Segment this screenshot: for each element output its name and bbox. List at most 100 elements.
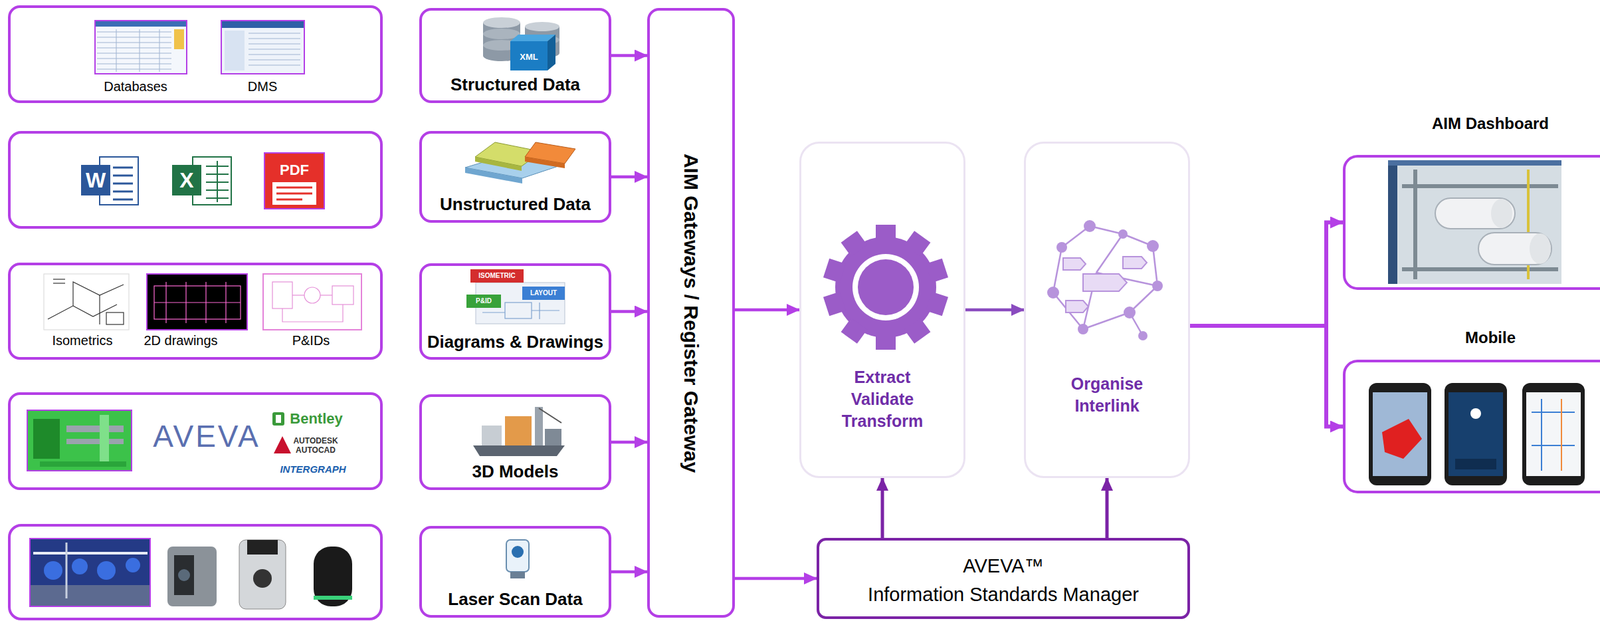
- dms-screenshot: [248, 38, 301, 40]
- network-icon: [1152, 245, 1158, 286]
- source-panel-frame: [9, 132, 382, 228]
- phone-screens: [1382, 418, 1422, 459]
- box-label: Laser Scan Data: [447, 589, 583, 610]
- database-screenshot: [95, 20, 187, 74]
- network-icon: [1096, 233, 1123, 273]
- isometric-drawing: [43, 273, 129, 330]
- gear-icon: [823, 258, 846, 284]
- laser-scan-image: [30, 584, 150, 606]
- dashboard-screenshot: [1388, 160, 1562, 284]
- office-icons: [112, 174, 133, 177]
- isometric-drawing: [53, 282, 66, 284]
- gateway-bar: AIM Gateways / Register Gateway: [647, 7, 735, 618]
- drawings-icon: [475, 282, 565, 324]
- isometric-drawing: [47, 281, 124, 319]
- gear-icon: [875, 224, 896, 242]
- cad-vendor-icons: [272, 411, 285, 426]
- phone-screens: [1448, 392, 1503, 476]
- dashboard-screenshot: [1388, 160, 1562, 284]
- network-icon: [1083, 273, 1127, 292]
- box-label: 3D Models: [471, 461, 559, 482]
- data-category-box: Structured Data: [419, 7, 612, 103]
- phone-screens: [1368, 382, 1585, 486]
- phone-screens: [1444, 382, 1507, 486]
- box-label: Bentley: [289, 411, 343, 426]
- output-box: Mobile: [1342, 359, 1600, 494]
- box-label: INTERGRAPH: [279, 463, 346, 474]
- network-icon: [1122, 256, 1147, 269]
- icon-label: LAYOUT: [530, 289, 557, 297]
- network-icon: [1123, 306, 1136, 319]
- pid-drawing: [292, 294, 305, 296]
- database-xml-icon: [510, 34, 556, 42]
- pid-drawing: [332, 285, 354, 305]
- gear-icon: [841, 317, 868, 344]
- office-icons: [276, 187, 313, 200]
- source-panel: AVEVABentleyAUTODESK AUTOCADINTERGRAPH: [7, 392, 383, 490]
- office-icons: [276, 186, 313, 189]
- gear-icon: [857, 259, 914, 315]
- pid-drawing: [263, 273, 362, 330]
- database-screenshot: [97, 63, 172, 65]
- 3d-model-icon: [473, 445, 565, 456]
- network-icon: [1077, 323, 1089, 335]
- scanner-devices: [174, 554, 195, 595]
- scanner-devices: [313, 546, 353, 606]
- network-icon: [1146, 239, 1159, 252]
- laser-scan-image: [97, 560, 116, 580]
- 2d-drawing: [154, 285, 241, 319]
- database-xml-icon: [510, 41, 548, 71]
- office-icons: [81, 164, 111, 196]
- database-screenshot: [116, 29, 117, 72]
- laser-scanner-icon: [510, 571, 525, 579]
- 2d-drawing: [154, 301, 241, 303]
- network-icon: [1065, 300, 1089, 313]
- network-icon: [1063, 257, 1086, 270]
- drawings-icon: [531, 309, 560, 311]
- phone-screens: [1372, 392, 1428, 476]
- flow-arrow: [611, 309, 648, 313]
- network-icon: [1118, 229, 1128, 239]
- 2d-drawing: [154, 281, 241, 323]
- laser-scan-image: [43, 560, 63, 580]
- flow-arrow: [881, 477, 885, 538]
- phone-screens: [1470, 407, 1482, 419]
- phone-screens: [1540, 398, 1543, 471]
- database-screenshot: [139, 29, 141, 72]
- network-icon: [1063, 256, 1147, 313]
- box-label: AIM Dashboard: [1431, 114, 1549, 133]
- books-icon: [465, 142, 576, 184]
- source-panel-frame: [9, 132, 382, 619]
- 3d-model-icon: [481, 425, 502, 446]
- pid-drawing: [263, 273, 362, 330]
- laser-scanner-icon: [511, 545, 524, 558]
- data-category-box: 3D Models: [419, 394, 612, 490]
- dashboard-screenshot: [1401, 267, 1559, 272]
- network-icon: [1047, 286, 1060, 299]
- drawings-icon: [522, 286, 565, 300]
- box-label: Extract Validate Transform: [829, 366, 936, 432]
- scanner-devices: [178, 568, 191, 581]
- network-icon: [1053, 225, 1158, 336]
- gear-icon: [852, 253, 919, 321]
- office-icons: [112, 198, 133, 201]
- database-xml-icon: [483, 17, 560, 71]
- laser-scan-image: [125, 557, 141, 573]
- database-xml-icon: [483, 17, 521, 28]
- cad-vendor-icons: [275, 414, 282, 423]
- database-xml-icon: [524, 21, 560, 32]
- dms-screenshot: [221, 20, 305, 74]
- isometric-drawing: [99, 295, 100, 325]
- flow-arrow: [1105, 477, 1109, 538]
- database-screenshot: [95, 21, 187, 27]
- office-icons: [172, 164, 202, 196]
- box-label: DMS: [247, 79, 278, 95]
- network-icon: [1053, 247, 1062, 293]
- office-icons: [276, 198, 303, 201]
- scanner-devices: [253, 568, 272, 588]
- pid-drawing: [272, 281, 354, 322]
- gear-icon: [904, 230, 931, 257]
- dms-screenshot: [248, 65, 301, 66]
- laser-scanner-icon: [506, 539, 529, 572]
- phone-screens: [1526, 392, 1581, 476]
